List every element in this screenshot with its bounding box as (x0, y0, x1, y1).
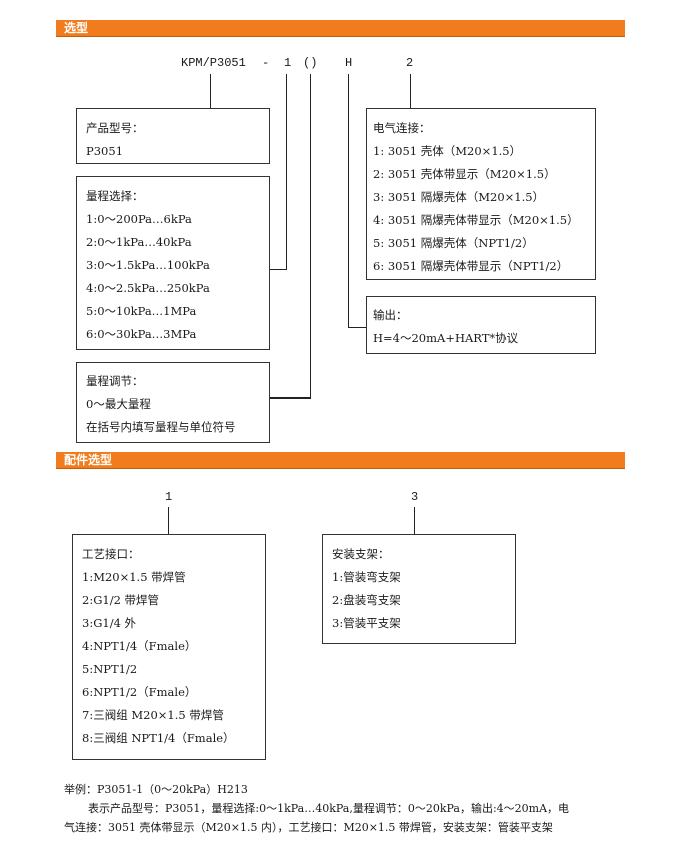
list-item: 2:盘装弯支架 (332, 593, 401, 607)
section-header-selection: 选型 (56, 20, 625, 37)
list-item: 1:管装弯支架 (332, 570, 401, 584)
electrical-connection-box: 电气连接： 1: 3051 壳体（M20×1.5） 2: 3051 壳体带显示（… (366, 108, 596, 280)
list-item: 4:NPT1/4（Fmale） (82, 639, 197, 653)
accessory-code-3: 3 (411, 490, 419, 504)
list-item: 1:M20×1.5 带焊管 (82, 570, 186, 584)
list-item: 2:0～1kPa…40kPa (86, 235, 192, 249)
range-selection-box: 量程选择： 1:0～200Pa…6kPa 2:0～1kPa…40kPa 3:0～… (76, 176, 270, 350)
connector-electric (410, 74, 411, 108)
accessory-code-1: 1 (165, 490, 173, 504)
range-adjust-box: 量程调节： 0～最大量程 在括号内填写量程与单位符号 (76, 362, 270, 443)
box-title: 电气连接： (373, 121, 431, 135)
list-item: 6:0～30kPa…3MPa (86, 327, 197, 341)
code-part-h: H (345, 56, 353, 70)
connector-output-v (348, 74, 349, 328)
connector-output-h (348, 327, 366, 328)
list-item: 5:NPT1/2 (82, 662, 138, 676)
box-title: 安装支架： (332, 547, 390, 561)
list-item: 6: 3051 隔爆壳体带显示（NPT1/2） (373, 259, 569, 273)
list-item: 4: 3051 隔爆壳体带显示（M20×1.5） (373, 213, 579, 227)
example-description-cont: 气连接：3051 壳体带显示（M20×1.5 内），工艺接口：M20×1.5 带… (64, 821, 553, 834)
list-item: 5: 3051 隔爆壳体（NPT1/2） (373, 236, 534, 250)
list-item: 3:0～1.5kPa…100kPa (86, 258, 210, 272)
connector-product (210, 74, 211, 108)
list-item: 5:0～10kPa…1MPa (86, 304, 197, 318)
code-parens: () (303, 56, 318, 70)
connector-adjust-h (269, 397, 311, 399)
example-heading: 举例：P3051-1（0～20kPa）H213 (64, 783, 248, 796)
list-item: 1: 3051 壳体（M20×1.5） (373, 144, 522, 158)
list-item: 8:三阀组 NPT1/4（Fmale） (82, 731, 235, 745)
list-item: 1:0～200Pa…6kPa (86, 212, 192, 226)
connector-bracket (414, 507, 415, 534)
section-title: 配件选型 (64, 453, 113, 467)
box-title: 工艺接口： (82, 547, 140, 561)
list-item: 7:三阀组 M20×1.5 带焊管 (82, 708, 224, 722)
list-item: P3051 (86, 144, 124, 158)
connector-range-h (269, 269, 287, 270)
mounting-bracket-box: 安装支架： 1:管装弯支架 2:盘装弯支架 3:管装平支架 (322, 534, 516, 644)
list-item: 3:G1/4 外 (82, 616, 137, 630)
section-title: 选型 (64, 21, 89, 35)
section-header-accessories: 配件选型 (56, 452, 625, 469)
box-title: 量程选择： (86, 189, 144, 203)
box-title: 量程调节： (86, 374, 144, 388)
code-part-1: 1 (284, 56, 292, 70)
example-description: 表示产品型号：P3051，量程选择:0～1kPa…40kPa,量程调节：0～20… (88, 802, 570, 815)
process-interface-box: 工艺接口： 1:M20×1.5 带焊管 2:G1/2 带焊管 3:G1/4 外 … (72, 534, 266, 760)
output-box: 输出： H=4～20mA+HART*协议 (366, 296, 596, 354)
code-dash: - (262, 56, 270, 70)
connector-range-v (286, 74, 287, 270)
list-item: 0～最大量程 (86, 397, 151, 411)
connector-process (168, 507, 169, 534)
list-item: 3:管装平支架 (332, 616, 401, 630)
connector-adjust-v (310, 74, 311, 398)
list-item: 3: 3051 隔爆壳体（M20×1.5） (373, 190, 545, 204)
code-part-2: 2 (406, 56, 414, 70)
product-model-box: 产品型号： P3051 (76, 108, 270, 164)
list-item: 2:G1/2 带焊管 (82, 593, 160, 607)
list-item: 在括号内填写量程与单位符号 (86, 420, 236, 434)
box-title: 输出： (373, 308, 408, 322)
box-title: 产品型号： (86, 121, 144, 135)
list-item: 4:0～2.5kPa…250kPa (86, 281, 210, 295)
list-item: H=4～20mA+HART*协议 (373, 331, 519, 345)
list-item: 2: 3051 壳体带显示（M20×1.5） (373, 167, 556, 181)
list-item: 6:NPT1/2（Fmale） (82, 685, 197, 699)
model-code: KPM/P3051 (181, 56, 246, 70)
